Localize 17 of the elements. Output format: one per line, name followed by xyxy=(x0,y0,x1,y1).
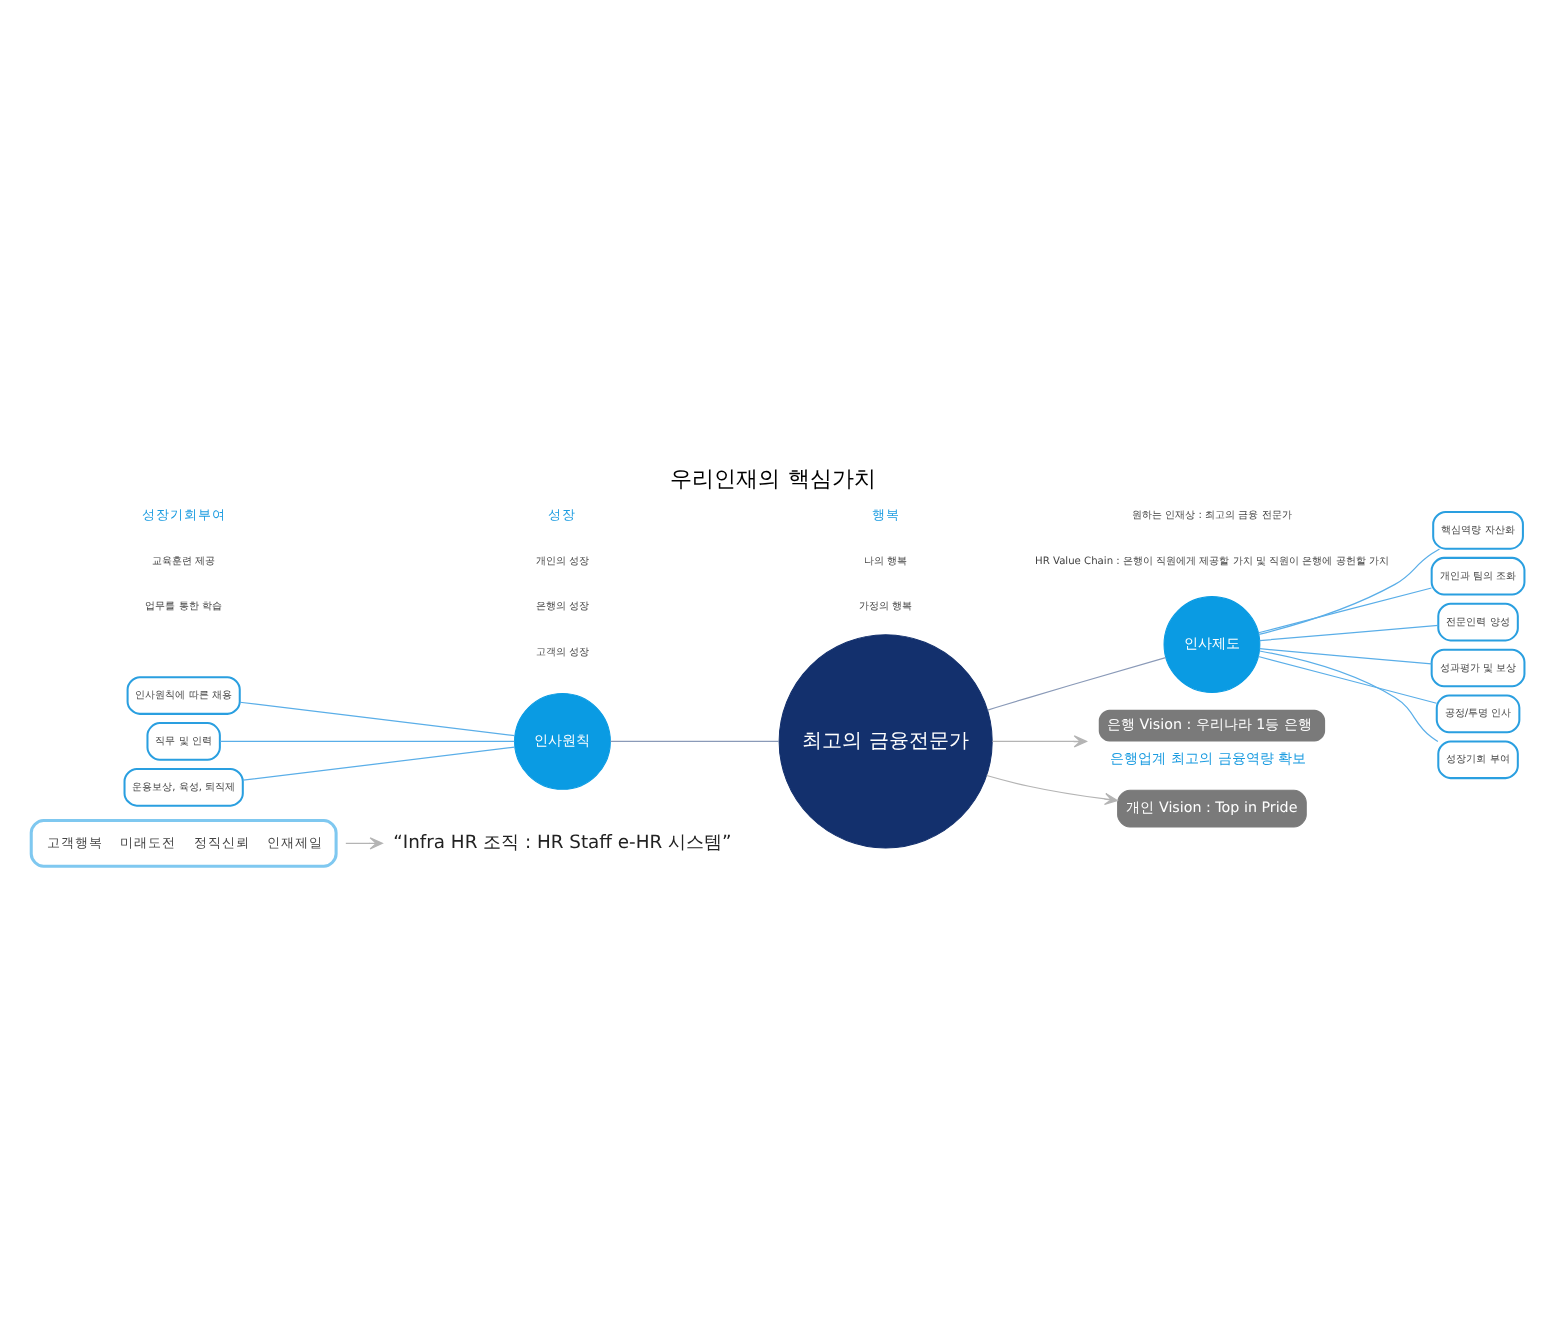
node-circle: 최고의 금융전문가 xyxy=(778,633,993,848)
arrow xyxy=(345,836,383,849)
connector xyxy=(239,700,516,736)
connector xyxy=(242,745,516,780)
node-text: “Infra HR 조직 : HR Staff e-HR 시스템” xyxy=(393,830,732,853)
connector xyxy=(1258,586,1433,633)
connector xyxy=(1259,623,1439,641)
connector xyxy=(1257,654,1438,703)
connector xyxy=(219,739,516,741)
diagram-title: 우리인재의 핵심가치 xyxy=(670,465,876,492)
connector xyxy=(609,739,780,741)
arrow xyxy=(986,773,1118,805)
arrow xyxy=(991,734,1088,747)
connector xyxy=(1258,547,1441,635)
connector xyxy=(1259,647,1433,664)
connector xyxy=(1258,649,1439,742)
connector xyxy=(987,655,1167,710)
